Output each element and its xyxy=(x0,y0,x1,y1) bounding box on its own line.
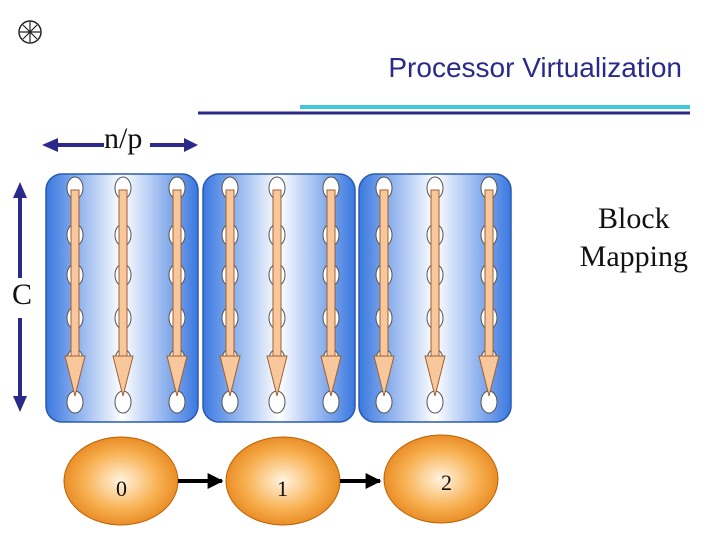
processor-1-label: 1 xyxy=(277,476,288,501)
down-arrow-icon xyxy=(219,189,241,397)
height-arrow-icon xyxy=(13,182,27,412)
processor-2-label: 2 xyxy=(441,470,452,495)
block-mapping-line1: Block xyxy=(598,202,670,235)
height-label: C xyxy=(12,278,33,311)
down-arrow-icon xyxy=(320,189,342,397)
down-arrow-icon xyxy=(112,189,134,397)
down-arrow-icon xyxy=(478,189,500,397)
down-arrow-icon xyxy=(64,189,86,397)
block-1 xyxy=(202,173,356,423)
processor-0-label: 0 xyxy=(116,476,127,501)
width-arrow-icon xyxy=(42,138,198,152)
down-arrow-icon xyxy=(166,189,188,397)
logo-icon xyxy=(18,20,42,44)
block-mapping-line2: Mapping xyxy=(579,240,688,273)
page-title: Processor Virtualization xyxy=(388,52,682,83)
processor-2 xyxy=(383,434,499,524)
down-arrow-icon xyxy=(373,189,395,397)
block-2 xyxy=(358,173,512,423)
block-mapping-label: Block Mapping xyxy=(580,200,688,276)
down-arrow-icon xyxy=(266,189,288,397)
down-arrow-icon xyxy=(424,189,446,397)
width-label: n/p xyxy=(104,122,143,155)
block-0 xyxy=(45,173,199,423)
blocks xyxy=(45,173,512,423)
